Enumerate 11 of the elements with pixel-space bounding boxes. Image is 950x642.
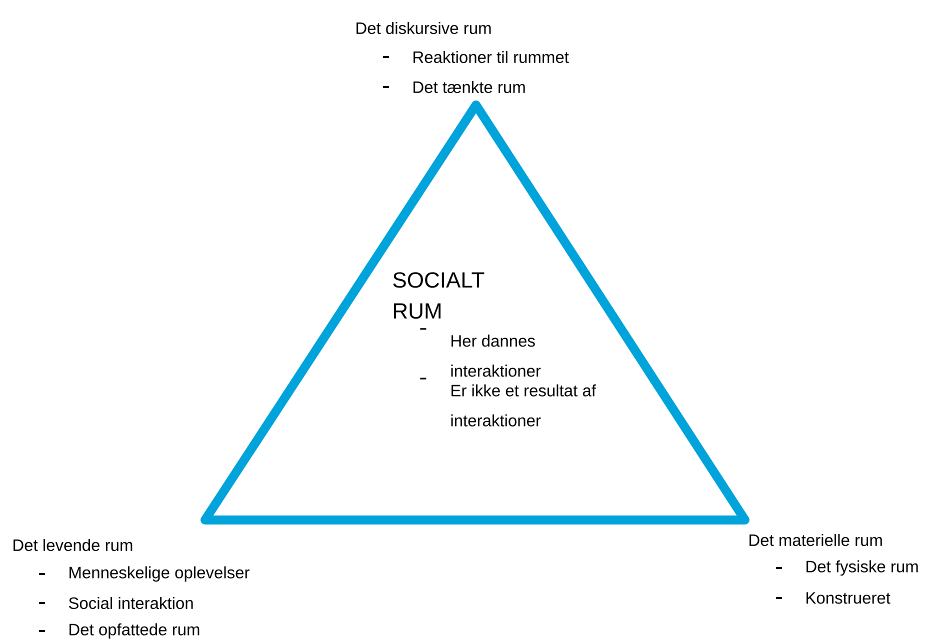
list-item: Det fysiske rum <box>776 560 918 576</box>
heading: Det levende rum <box>14 538 132 552</box>
list-item: Menneskelige oplevelser <box>39 566 250 582</box>
triangle: SOCIALT RUM Her dannes interaktioner Er ikke et resultat af interaktioner <box>200 100 750 524</box>
list-item: Det tænkte rum <box>383 80 525 94</box>
list-item: Social interaktion <box>39 596 193 610</box>
heading: Det diskursive rum <box>356 22 491 34</box>
list-item: Det opfattede rum <box>39 623 200 639</box>
list-item: Reaktioner til rummet <box>383 50 569 64</box>
heading: Det materielle rum <box>750 534 882 546</box>
list-item: Konstrueret <box>776 592 890 604</box>
